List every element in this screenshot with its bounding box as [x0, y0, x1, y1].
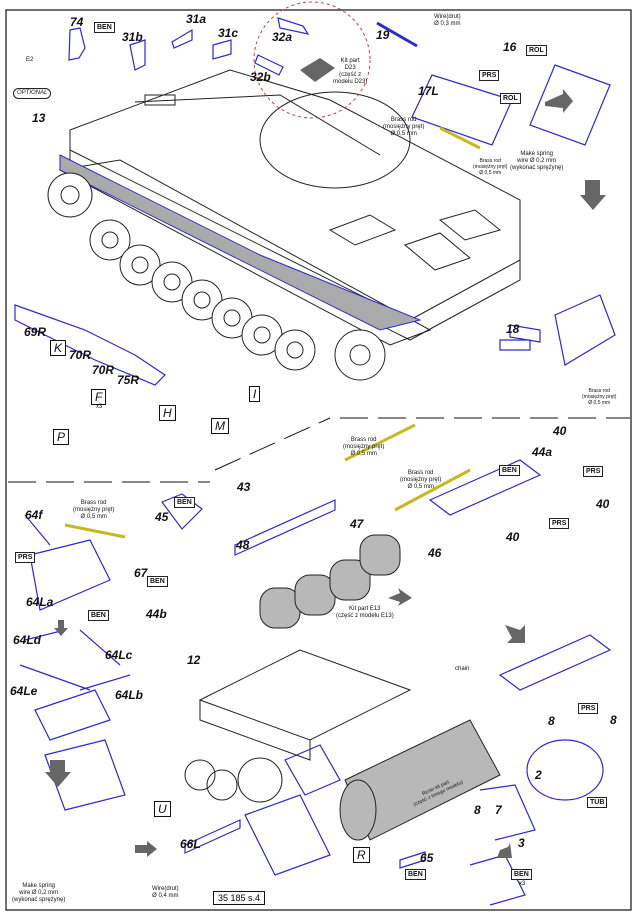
- part-70R: 70R: [92, 363, 115, 377]
- part-74: 74: [70, 15, 84, 29]
- section-divider: [8, 417, 630, 483]
- part-67: 67: [134, 566, 148, 580]
- note-wire-04: Wire(drut)Ø 0,4 mm: [152, 886, 179, 899]
- optional-badge: OPTIONAL: [13, 88, 52, 99]
- detail-circle: [253, 1, 371, 119]
- part-12: 12: [187, 653, 201, 667]
- callout-R: R: [353, 847, 370, 863]
- part-64f: 64f: [25, 508, 43, 522]
- part-13: 13: [32, 111, 46, 125]
- part-31c: 31c: [218, 26, 239, 40]
- part-44b: 44b: [146, 607, 167, 621]
- tag-prs: PRS: [578, 703, 599, 714]
- fender-strip: [59, 154, 422, 331]
- part-64Ld: 64Ld: [13, 633, 42, 647]
- quantity-x3: x3: [96, 404, 103, 410]
- part-31b: 31b: [122, 30, 143, 44]
- part-16: 16: [503, 40, 517, 54]
- kit-part-d23: [300, 58, 335, 82]
- part-40: 40: [553, 424, 567, 438]
- tag-prs: PRS: [15, 552, 36, 563]
- part-7: 7: [495, 803, 502, 817]
- part-44a: 44a: [532, 445, 553, 459]
- note-brass-rod: Brass rod(mosiężny pręt)Ø 0,5 mm: [343, 437, 385, 457]
- part-64Lc: 64Lc: [105, 648, 133, 662]
- note-brass-rod: Brass rod(mosiężny pręt)Ø 0,5 mm: [73, 500, 115, 520]
- part-8: 8: [548, 714, 555, 728]
- part-64Lb: 64Lb: [115, 688, 144, 702]
- section-divider: [214, 417, 331, 471]
- tag-prs: PRS: [549, 518, 570, 529]
- brass-rods: [64, 126, 481, 539]
- part-47: 47: [350, 517, 364, 531]
- step-arrows: [45, 89, 606, 858]
- note-brass-rod: Brass rod(mosiężny pręt)Ø 0,5 mm: [400, 470, 442, 490]
- note-wire-03: Wire(drut)Ø 0,3 mm: [434, 14, 461, 27]
- part-19: 19: [376, 28, 390, 42]
- resin-parts: [259, 534, 501, 841]
- page-number: 35 185 s.4: [213, 891, 266, 905]
- tag-rol: ROL: [526, 45, 547, 56]
- part-31a: 31a: [186, 12, 207, 26]
- e2-label: E2: [26, 57, 34, 63]
- callout-U: U: [154, 801, 171, 817]
- lower-hull: [184, 649, 412, 803]
- part-66L: 66L: [180, 837, 201, 851]
- tag-prs: PRS: [583, 466, 604, 477]
- note-kit-e13: Kit part E13(część z modelu E13): [336, 606, 394, 619]
- callout-K: K: [50, 340, 67, 356]
- etched-parts: [14, 17, 616, 906]
- part-32a: 32a: [272, 30, 293, 44]
- part-45: 45: [155, 510, 169, 524]
- callout-P: P: [53, 429, 70, 445]
- tank-hull: [58, 69, 521, 346]
- tag-ben: BEN: [174, 497, 195, 508]
- part-46: 46: [428, 546, 442, 560]
- tag-ben: BEN: [147, 576, 168, 587]
- part-18: 18: [506, 322, 520, 336]
- quantity-x3: x3: [519, 881, 526, 887]
- tag-ben: BEN: [511, 869, 532, 880]
- part-8: 8: [474, 803, 481, 817]
- part-65: 65: [420, 851, 434, 865]
- part-64La: 64La: [26, 595, 54, 609]
- tag-ben: BEN: [94, 22, 115, 33]
- tag-rol: ROL: [500, 93, 521, 104]
- part-2: 2: [535, 768, 542, 782]
- part-64Le: 64Le: [10, 684, 38, 698]
- part-43: 43: [237, 480, 251, 494]
- part-75R: 75R: [117, 373, 140, 387]
- part-32b: 32b: [250, 70, 271, 84]
- road-wheels: [47, 172, 386, 381]
- part-69R: 69R: [24, 325, 47, 339]
- part-40: 40: [596, 497, 610, 511]
- callout-I: I: [249, 386, 261, 402]
- tag-tub: TUB: [587, 797, 608, 808]
- part-48: 48: [236, 538, 250, 552]
- note-brass-rod: Brass rod(mosiężny pręt)Ø 0,5 mm: [582, 388, 617, 406]
- tag-ben: BEN: [405, 869, 426, 880]
- part-40: 40: [506, 530, 520, 544]
- note-brass-rod: Brass rod(mosiężny pręt)Ø 0,5 mm: [473, 158, 508, 176]
- part-8: 8: [610, 713, 617, 727]
- part-3: 3: [518, 836, 525, 850]
- callout-M: M: [211, 418, 229, 434]
- sheet-border: [5, 9, 632, 911]
- tag-prs: PRS: [479, 70, 500, 81]
- callout-F: F: [91, 389, 107, 405]
- part-17L: 17L: [418, 84, 439, 98]
- tag-ben: BEN: [499, 465, 520, 476]
- note-brass-rod: Brass rod(mosiężny pręt)Ø 0,5 mm: [383, 117, 425, 137]
- tag-ben: BEN: [88, 610, 109, 621]
- note-chain: chain: [455, 666, 470, 672]
- part-70R: 70R: [69, 348, 92, 362]
- callout-H: H: [159, 405, 176, 421]
